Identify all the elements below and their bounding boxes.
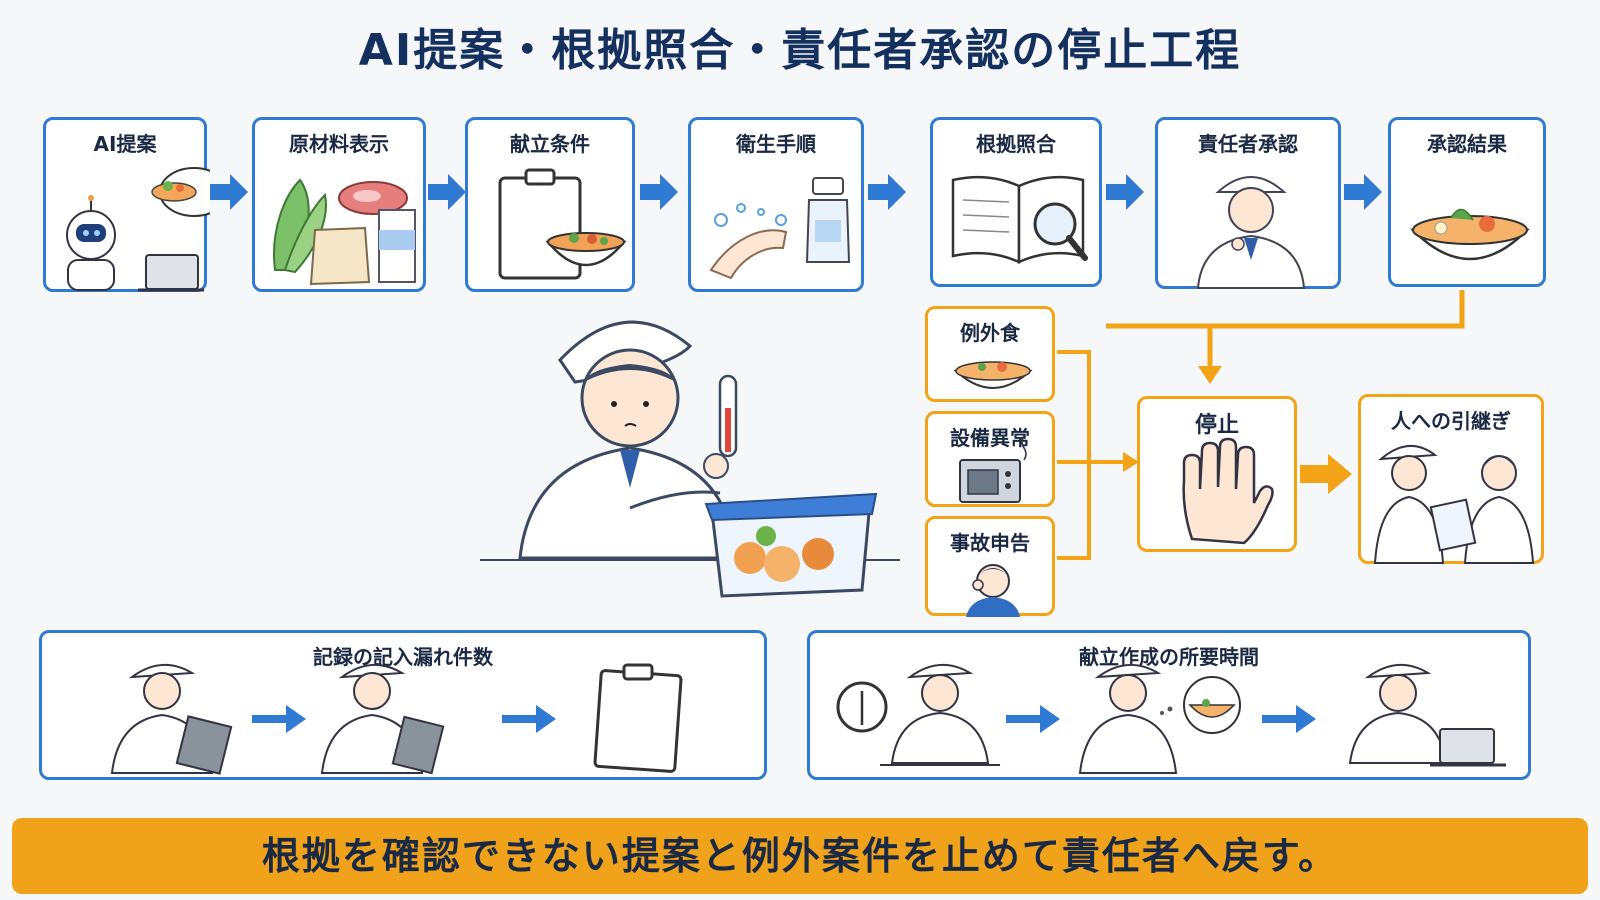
handoff-people-icon: [1373, 444, 1535, 564]
worker-thermometer-illustration: [480, 320, 900, 598]
step-label: 根拠照合: [976, 132, 1056, 156]
step-evidence-check: 根拠照合: [930, 117, 1102, 287]
step-manager-approval: 責任者承認: [1155, 117, 1341, 289]
exception-label: 設備異常: [950, 426, 1030, 450]
record-flow-illustration: [110, 663, 683, 775]
robot-laptop-icon: [66, 167, 210, 292]
step-label: AI提案: [93, 132, 157, 156]
page-title: AI提案・根拠照合・責任者承認の停止工程: [358, 25, 1242, 76]
worried-person-icon: [966, 564, 1020, 617]
manager-thinking-icon: [1196, 176, 1306, 289]
menu-time-flow-illustration: [836, 663, 1506, 774]
step-label: 献立条件: [510, 132, 590, 156]
exception-label: 例外食: [960, 321, 1020, 345]
flow-arrow-icon: [868, 174, 906, 210]
handoff-box: 人への引継ぎ: [1358, 394, 1544, 564]
stop-hand-icon: [1182, 437, 1274, 545]
step-label: 衛生手順: [736, 132, 816, 156]
book-magnifier-icon: [951, 175, 1088, 264]
stop-to-handoff-arrow-icon: [1300, 454, 1352, 494]
metric-missing-records: 記録の記入漏れ件数: [39, 630, 767, 780]
stop-box: 停止: [1137, 396, 1297, 552]
flow-arrow-icon: [1344, 174, 1382, 210]
exception-incident-report: 事故申告: [925, 516, 1055, 617]
flow-arrow-icon: [640, 174, 678, 210]
stop-label: 停止: [1194, 413, 1239, 438]
step-menu-conditions: 献立条件: [465, 117, 635, 292]
exception-special-meal: 例外食: [925, 306, 1055, 402]
handwash-spray-icon: [709, 177, 851, 280]
metric-label: 記録の記入漏れ件数: [313, 645, 493, 669]
step-ai-proposal: AI提案: [43, 117, 210, 292]
exception-connectors: [1057, 350, 1139, 560]
flow-arrow-icon: [428, 174, 466, 210]
clipboard-bowl-icon: [498, 168, 627, 280]
step-label: 原材料表示: [289, 132, 389, 156]
flow-arrow-icon: [210, 174, 248, 210]
handoff-label: 人への引継ぎ: [1391, 409, 1511, 433]
bowl-icon: [953, 361, 1033, 389]
meal-bowl-icon: [1410, 208, 1530, 261]
metric-menu-creation-time: 献立作成の所要時間: [807, 630, 1531, 780]
exception-label: 事故申告: [950, 531, 1030, 555]
summary-banner: 根拠を確認できない提案と例外案件を止めて責任者へ戻す。: [12, 818, 1588, 894]
connector-lines: [1106, 290, 1465, 384]
ingredients-icon: [273, 178, 416, 286]
step-approval-result: 承認結果: [1388, 117, 1546, 287]
step-label: 責任者承認: [1198, 132, 1298, 156]
metric-label: 献立作成の所要時間: [1079, 645, 1259, 669]
exception-equipment-fault: 設備異常: [925, 411, 1055, 507]
step-ingredient-label: 原材料表示: [252, 117, 426, 292]
flow-arrow-icon: [1106, 174, 1144, 210]
step-label: 承認結果: [1427, 132, 1507, 156]
step-hygiene-procedure: 衛生手順: [688, 117, 864, 292]
oven-icon: [959, 435, 1027, 503]
